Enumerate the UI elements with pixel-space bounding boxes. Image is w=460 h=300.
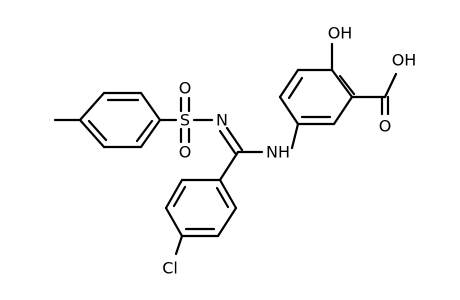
c-ring-bond (218, 150, 240, 182)
sulfonyl-oxygen-bottom: O (179, 143, 192, 162)
double-bond-inner (215, 186, 230, 209)
sulfonyl-oxygen-top: O (179, 79, 192, 98)
tolyl-ring (78, 91, 162, 149)
sulfur-label: S (180, 111, 190, 130)
bond (164, 206, 184, 238)
chlorine-label: Cl (162, 259, 178, 278)
carbonyl-oxygen-label: O (379, 117, 392, 136)
double-bond-inner (172, 185, 187, 208)
bond (78, 91, 106, 122)
bond (278, 95, 300, 126)
bond (330, 68, 354, 99)
salicylic-ring (278, 68, 356, 126)
bond (278, 68, 300, 99)
sulfonyl-group: S O O (179, 79, 192, 162)
c-cl-bond (174, 234, 184, 256)
bond (139, 118, 162, 149)
bond (78, 118, 106, 149)
double-bond-inner (135, 119, 154, 143)
bond (139, 91, 162, 122)
bond (218, 178, 238, 210)
imine-nitrogen-label: N (216, 111, 228, 130)
bond (332, 95, 354, 126)
nh-ring-bond (290, 122, 300, 150)
bond (164, 178, 184, 210)
double-bond-inner (287, 76, 304, 100)
amine-nh-label: NH (266, 143, 290, 162)
carboxylic-acid-group: OH O (350, 51, 417, 136)
chlorophenyl-ring (164, 178, 238, 238)
n-c-double-bond (225, 126, 244, 152)
n-c-double-bond (218, 129, 237, 155)
carboxyl-oh-label: OH (392, 51, 417, 70)
c-oh-bond (383, 72, 398, 99)
double-bond-inner (87, 119, 108, 142)
double-bond-inner (338, 74, 356, 96)
bond (216, 206, 238, 238)
phenol-oh-label: OH (328, 24, 353, 43)
